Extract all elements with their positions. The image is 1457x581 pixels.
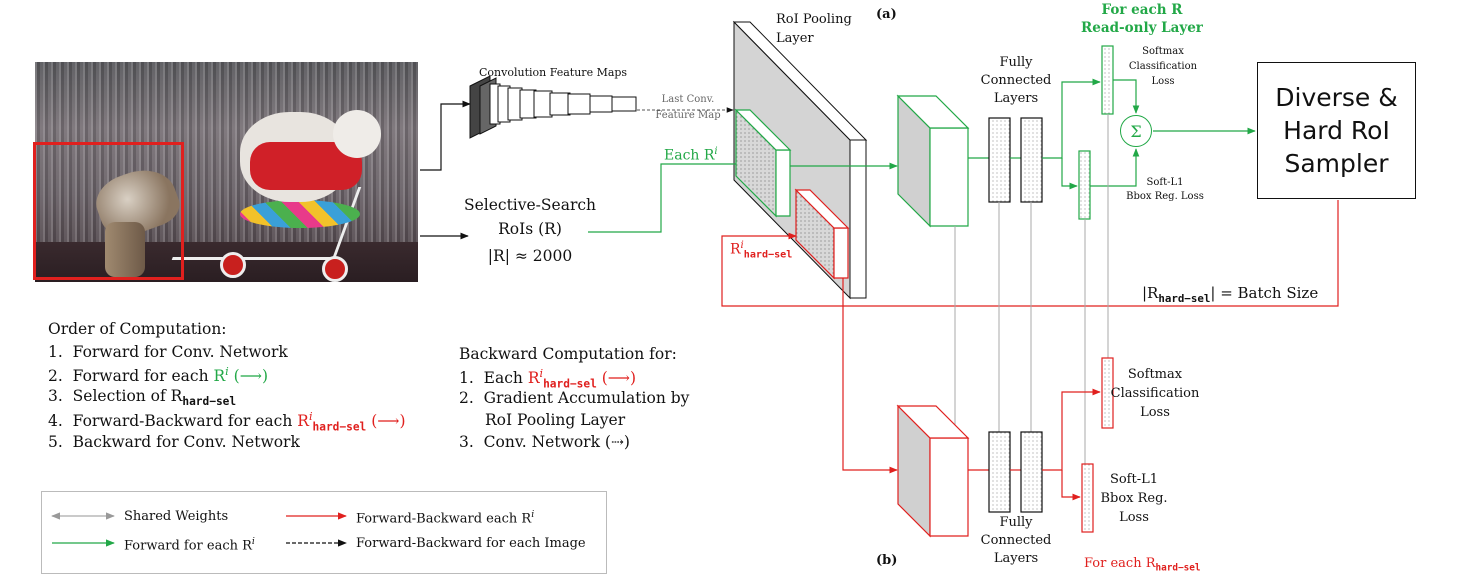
batch-size-label: |Rhard−sel| = Batch Size bbox=[1142, 284, 1319, 305]
bottom-fc-label-2: Connected bbox=[980, 533, 1052, 548]
order-item: 1. Forward for Conv. Network bbox=[48, 343, 288, 361]
backward-item: 2. Gradient Accumulation by bbox=[459, 389, 690, 407]
top-fc-label-2: Connected bbox=[980, 73, 1052, 88]
conv-feature-maps bbox=[469, 75, 637, 139]
bottom-softmax-layer bbox=[1101, 357, 1114, 429]
diverse-hard-roi-sampler: Diverse & Hard RoI Sampler bbox=[1257, 62, 1416, 199]
backward-title: Backward Computation for: bbox=[459, 345, 677, 363]
backward-item: 1. Each Rihard−sel (⟶) bbox=[459, 367, 637, 391]
legend-shared-weights: Shared Weights bbox=[124, 509, 229, 524]
order-item: 3. Selection of Rhard−sel bbox=[48, 387, 237, 409]
bottom-bbox-label-3: Loss bbox=[1119, 510, 1149, 525]
roi-pooling-layer bbox=[732, 20, 868, 300]
roi-to-bottom-block bbox=[842, 278, 898, 474]
roi-pooling-label-1: RoI Pooling bbox=[776, 12, 852, 27]
r-hard-sel-label: Rihard−sel bbox=[730, 240, 793, 261]
top-bbox-label-1: Soft-L1 bbox=[1146, 177, 1184, 188]
selective-search-label-2: RoIs (R) bbox=[498, 220, 562, 238]
top-fc-layers bbox=[988, 117, 1043, 203]
conv-maps-label: Convolution Feature Maps bbox=[479, 66, 628, 79]
selective-to-roi-line bbox=[588, 163, 736, 233]
last-conv-label-2: Feature Map bbox=[655, 110, 721, 121]
each-r-label: Each Ri bbox=[664, 146, 718, 164]
top-softmax-label-2: Classification bbox=[1128, 61, 1198, 72]
order-item: 2. Forward for each Ri (⟶) bbox=[48, 365, 268, 386]
selective-search-label-1: Selective-Search bbox=[463, 196, 597, 214]
order-item: 5. Backward for Conv. Network bbox=[48, 433, 300, 451]
input-image bbox=[35, 62, 418, 282]
panel-label-b: (b) bbox=[876, 553, 898, 568]
roi-bounding-box bbox=[33, 142, 184, 280]
order-title: Order of Computation: bbox=[48, 320, 227, 338]
sum-node: Σ bbox=[1120, 115, 1152, 147]
bottom-fc-layers bbox=[988, 431, 1043, 513]
order-item: 4. Forward-Backward for each Rihard−sel … bbox=[48, 410, 406, 434]
panel-label-a: (a) bbox=[876, 7, 897, 22]
top-softmax-label-3: Loss bbox=[1151, 76, 1175, 87]
bottom-bbox-layer bbox=[1081, 463, 1094, 533]
top-fc-label-3: Layers bbox=[993, 91, 1039, 106]
bottom-softmax-label-3: Loss bbox=[1140, 405, 1170, 420]
top-roi-feature-block bbox=[896, 94, 970, 228]
shared-weights-lines bbox=[954, 114, 1109, 464]
image-connectors bbox=[420, 100, 471, 240]
legend-forward-backward-image: Forward-Backward for each Image bbox=[356, 536, 586, 551]
top-bbox-layer bbox=[1078, 150, 1091, 220]
legend bbox=[41, 491, 607, 574]
bottom-bbox-label-2: Bbox Reg. bbox=[1100, 491, 1168, 506]
read-only-header-1: For each R bbox=[1101, 2, 1183, 18]
read-only-header-2: Read-only Layer bbox=[1081, 20, 1203, 36]
bottom-softmax-label-2: Classification bbox=[1110, 386, 1200, 401]
bottom-bbox-label-1: Soft-L1 bbox=[1109, 472, 1159, 487]
top-softmax-label-1: Softmax bbox=[1142, 46, 1184, 57]
backward-item-continued: RoI Pooling Layer bbox=[485, 411, 626, 429]
batch-feedback-line bbox=[721, 200, 1339, 307]
bottom-roi-feature-block bbox=[896, 404, 970, 538]
selective-search-label-3: |R| ≈ 2000 bbox=[487, 247, 573, 265]
bottom-fc-label-3: Layers bbox=[993, 551, 1039, 566]
top-fc-label-1: Fully bbox=[999, 55, 1033, 70]
bottom-fc-label-1: Fully bbox=[999, 515, 1033, 530]
legend-forward-backward-each: Forward-Backward each Ri bbox=[356, 509, 535, 527]
bottom-footer-label: For each Rhard−sel bbox=[1084, 556, 1201, 574]
top-bbox-label-2: Bbox Reg. Loss bbox=[1126, 191, 1204, 202]
legend-lines bbox=[51, 512, 347, 547]
top-softmax-layer bbox=[1101, 45, 1114, 115]
backward-item: 3. Conv. Network (⇢) bbox=[459, 433, 630, 451]
roi-pooling-label-2: Layer bbox=[776, 31, 814, 46]
legend-forward: Forward for each Ri bbox=[124, 536, 255, 554]
last-conv-label-1: Last Conv. bbox=[661, 94, 715, 105]
bottom-softmax-label-1: Softmax bbox=[1127, 367, 1183, 382]
